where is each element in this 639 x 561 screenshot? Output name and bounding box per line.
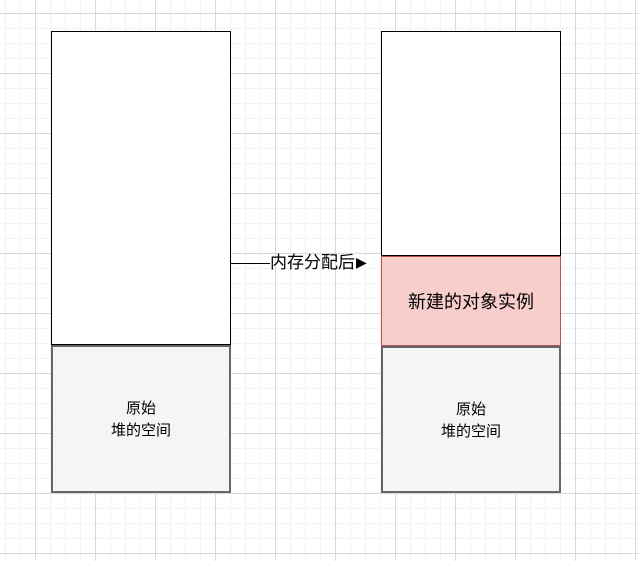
before-free-space-rect[interactable] xyxy=(51,31,231,345)
after-free-space-rect[interactable] xyxy=(381,31,561,256)
before-heap-label-line2: 堆的空间 xyxy=(110,421,171,439)
connector-label: 内存分配后 xyxy=(270,253,355,273)
after-heap-label-line1: 原始 xyxy=(455,399,486,418)
after-original-heap-rect[interactable]: 原始 堆的空间 xyxy=(381,346,561,493)
before-original-heap-rect[interactable]: 原始 堆的空间 xyxy=(51,345,231,493)
memory-allocation-connector[interactable]: 内存分配后 ▶ xyxy=(231,252,367,274)
after-heap-label-line2: 堆的空间 xyxy=(440,421,501,440)
arrowhead-right-icon: ▶ xyxy=(356,255,367,271)
before-heap-label-line1: 原始 xyxy=(125,399,156,417)
new-object-instance-rect[interactable]: 新建的对象实例 xyxy=(381,256,561,346)
new-object-label: 新建的对象实例 xyxy=(408,292,534,313)
connector-line xyxy=(231,262,270,264)
